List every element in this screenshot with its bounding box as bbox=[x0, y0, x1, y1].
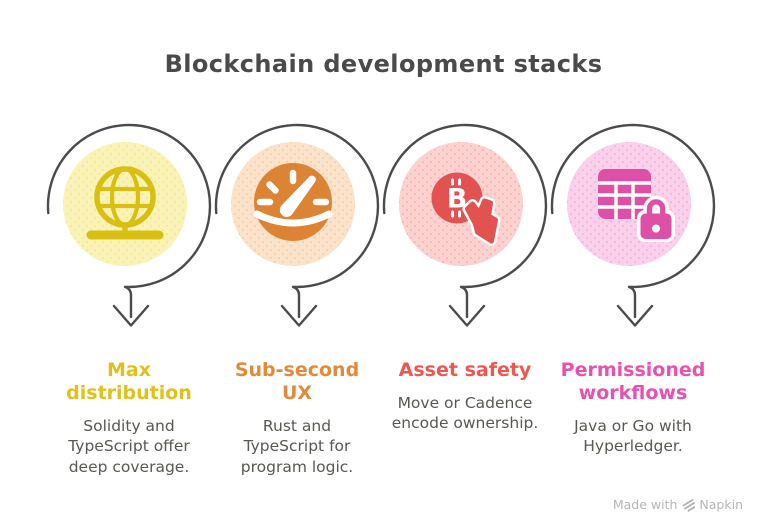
column-heading: Max distribution bbox=[66, 359, 192, 404]
speedometer-icon bbox=[253, 163, 333, 241]
made-with-label: Made with bbox=[612, 497, 678, 512]
column-description: Move or Cadence encode ownership. bbox=[391, 393, 539, 433]
brand-label: Napkin bbox=[699, 497, 743, 512]
bitcoin-glyph: B bbox=[447, 184, 468, 215]
column-max-distribution: Max distribution Solidity and TypeScript… bbox=[45, 120, 213, 477]
column-heading: Sub-second UX bbox=[234, 359, 360, 404]
globe-stand-icon bbox=[86, 166, 164, 240]
loop-arrow bbox=[214, 123, 380, 327]
circle-arrow-connector bbox=[214, 123, 380, 327]
circle-arrow-connector: B bbox=[382, 123, 548, 327]
column-sub-second-ux: Sub-second UX Rust and TypeScript for pr… bbox=[213, 120, 381, 477]
column-permissioned-workflows: Permissioned workflows Java or Go with H… bbox=[549, 120, 717, 477]
loop-arrow bbox=[382, 123, 548, 327]
napkin-logo-icon bbox=[683, 499, 696, 512]
made-with-napkin: Made with Napkin bbox=[613, 497, 743, 512]
loop-arrow bbox=[46, 123, 212, 327]
loop-arrow bbox=[550, 123, 716, 327]
page-title: Blockchain development stacks bbox=[164, 50, 603, 78]
column-description: Java or Go with Hyperledger. bbox=[574, 416, 692, 456]
bitcoin-hand-icon: B bbox=[431, 172, 501, 246]
column-description: Rust and TypeScript for program logic. bbox=[240, 416, 354, 476]
circle-arrow-connector bbox=[46, 123, 212, 327]
table-lock-icon bbox=[598, 169, 675, 242]
column-asset-safety: B Asset safety Move or Cadence encode ow… bbox=[381, 120, 549, 477]
column-heading: Permissioned workflows bbox=[560, 359, 706, 404]
column-description: Solidity and TypeScript offer deep cover… bbox=[68, 416, 190, 476]
circle-arrow-connector bbox=[550, 123, 716, 327]
column-heading: Asset safety bbox=[398, 359, 532, 381]
stack-columns: Max distribution Solidity and TypeScript… bbox=[45, 120, 722, 477]
